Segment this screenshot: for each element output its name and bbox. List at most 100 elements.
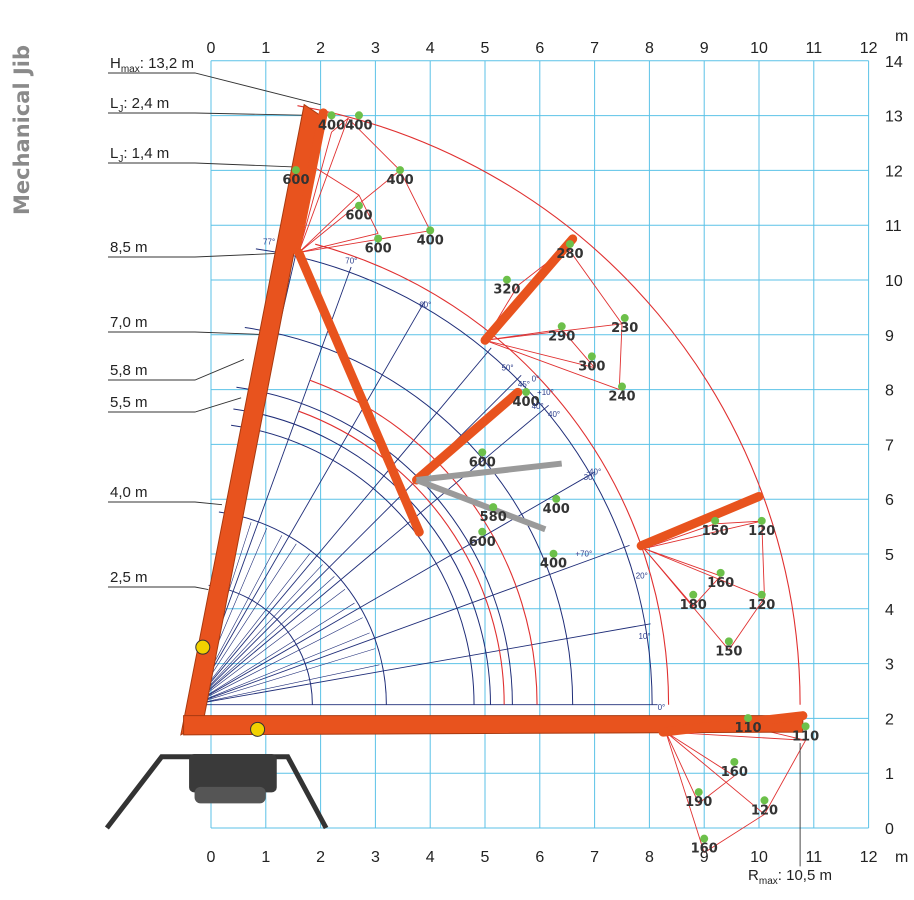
x-tick-top: 11 [805,40,822,57]
x-tick-top: 4 [426,40,435,57]
x-tick-top: 9 [700,40,709,57]
range-arc [231,424,475,705]
jib-arm [480,234,578,345]
height-label: 2,5 m [110,569,148,586]
load-point [354,111,363,120]
angle-label: 0° [658,703,666,712]
height-label: 4,0 m [110,484,148,501]
angle-label: 0° [532,374,540,383]
leader-line [108,501,223,506]
capacity-value: 190 [685,795,712,810]
capacity-value: 600 [282,173,309,188]
capacity-value: 300 [578,359,605,374]
x-tick-top: 10 [750,40,768,57]
reach-line [298,131,332,253]
capacity-value: 600 [469,455,496,470]
reach-line [643,548,765,599]
angle-ray [191,347,492,705]
load-point [694,788,703,797]
capacity-value: 600 [469,535,496,550]
capacity-value: 120 [751,803,778,818]
angle-labels: 77°70°60°50°45°40°30°20°10°0°0°+10°-40°+… [263,237,665,712]
x-tick-top: 7 [590,40,599,57]
x-tick-bottom: 4 [426,849,435,866]
height-label: 5,5 m [110,394,148,411]
rmax-label: Rmax: 10,5 m [748,867,832,887]
capacity-value: 600 [345,209,372,224]
reach-line [298,194,360,253]
fine-ray [191,664,380,705]
angle-label: -40° [586,468,601,477]
height-label: 7,0 m [110,314,148,331]
capacity-value: 180 [680,598,707,613]
hydraulic-cylinder [195,639,211,655]
axis-ticks: 0011223344556677889910101111121201234567… [207,28,909,866]
grey-jib [415,477,547,533]
capacity-value: 160 [691,842,718,857]
envelope-arc [315,243,670,705]
grid [210,60,870,829]
load-point [502,275,511,284]
height-label: 5,8 m [110,362,148,379]
reach-outline [314,167,379,234]
reach-line [665,731,765,815]
reach-line [643,520,762,549]
angle-label: 70° [345,257,357,266]
x-tick-bottom: 9 [700,849,709,866]
leader-line [108,162,313,169]
x-tick-top: 1 [261,40,270,57]
y-tick: 10 [885,273,903,290]
load-point [587,352,596,361]
x-tick-bottom: 8 [645,849,654,866]
hydraulic-cylinder [250,721,266,737]
load-point [478,527,487,536]
capacity-value: 160 [707,576,734,591]
capacity-value: 400 [543,502,570,517]
fine-ray [191,617,363,705]
capacity-value: 120 [748,598,775,613]
capacity-value: 320 [493,283,520,298]
load-point [426,226,435,235]
crawler-track [194,786,266,804]
capacity-value: 400 [540,557,567,572]
fine-ray [191,602,355,705]
capacity-value: 290 [548,329,575,344]
capacity-value: 120 [748,524,775,539]
angle-label: 20° [636,572,648,581]
x-tick-top: 8 [645,40,654,57]
reach-outline [561,329,595,368]
load-point [730,757,739,766]
y-tick: 3 [885,657,894,674]
capacity-value: 110 [734,721,761,736]
angle-label: 50° [501,363,513,372]
angle-ray [191,623,651,706]
reach-outline [692,575,721,607]
capacity-value: 230 [611,321,638,336]
load-point [552,494,561,503]
x-tick-bottom: 3 [371,849,380,866]
x-tick-top: 0 [207,40,216,57]
envelope-arc [297,105,801,705]
capacity-value: 160 [721,765,748,780]
fine-ray [191,648,376,705]
angle-label: 10° [638,632,650,641]
load-point [801,722,810,731]
x-tick-bottom: 11 [805,849,822,866]
load-point [354,201,363,210]
angle-label: +10° [537,388,554,397]
range-arc [255,248,653,705]
load-point [620,314,629,323]
load-point [760,796,769,805]
load-point [757,590,766,599]
x-tick-bottom: 1 [261,849,270,866]
load-point [374,234,383,243]
load-point [700,834,709,843]
capacity-value: 150 [715,644,742,659]
fine-ray [191,576,335,705]
angle-label: 60° [419,300,431,309]
leader-line [108,331,272,336]
angle-label: 45° [518,380,530,389]
height-label: LJ: 1,4 m [110,145,169,165]
